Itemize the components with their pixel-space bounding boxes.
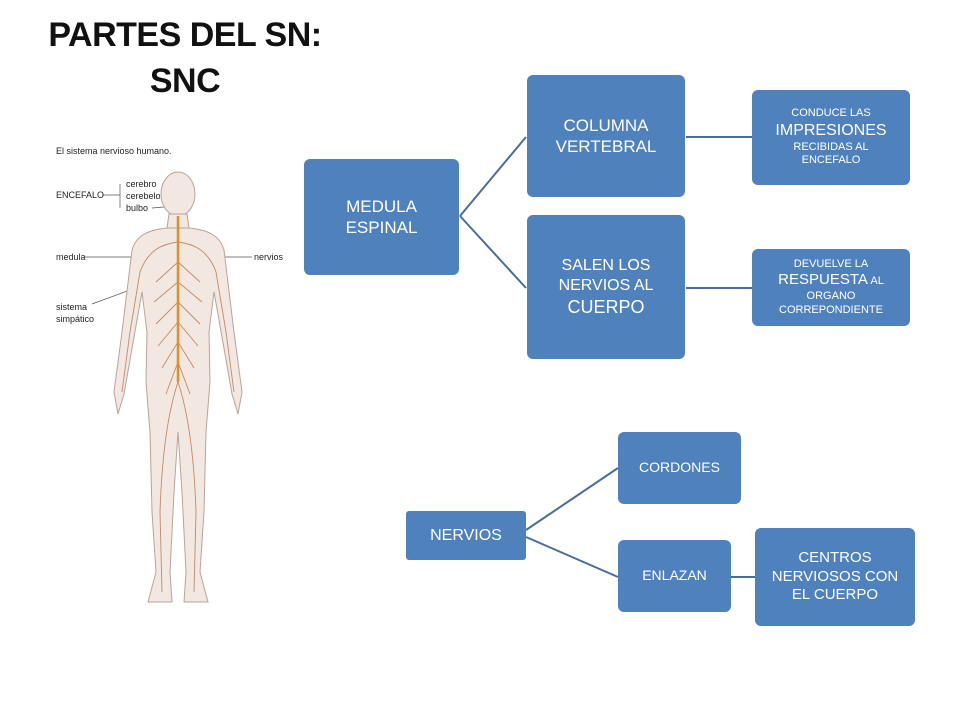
label-encefalo: ENCEFALO bbox=[56, 190, 104, 200]
title-line-2: SNC bbox=[149, 62, 221, 100]
node-columna-vertebral: COLUMNA VERTEBRAL bbox=[527, 75, 685, 197]
label-simpatico: simpático bbox=[56, 314, 94, 324]
label-medula: medula bbox=[56, 252, 86, 262]
label-bulbo: bulbo bbox=[126, 203, 148, 213]
node-conduce-impresiones: CONDUCE LAS IMPRESIONES RECIBIDAS AL ENC… bbox=[752, 90, 910, 185]
connector-nervios-enlazan bbox=[525, 536, 619, 578]
connector-medula-columna bbox=[459, 136, 527, 217]
node-enlazan: ENLAZAN bbox=[618, 540, 731, 612]
connector-nervios-cordones bbox=[525, 467, 619, 531]
node-medula-espinal: MEDULA ESPINAL bbox=[304, 159, 459, 275]
connector-medula-salen bbox=[459, 215, 527, 289]
label-cerebelo: cerebelo bbox=[126, 191, 161, 201]
node-centros-nerviosos: CENTROS NERVIOSOS CON EL CUERPO bbox=[755, 528, 915, 626]
label-cerebro: cerebro bbox=[126, 179, 157, 189]
figure-caption: El sistema nervioso humano. bbox=[56, 146, 172, 156]
nervous-system-illustration: El sistema nervioso humano. ENCEFALO cer… bbox=[56, 146, 284, 603]
node-devuelve-respuesta: DEVUELVE LA RESPUESTA AL ORGANO CORREPON… bbox=[752, 249, 910, 326]
node-salen-nervios: SALEN LOS NERVIOS AL CUERPO bbox=[527, 215, 685, 359]
label-nervios: nervios bbox=[254, 252, 284, 262]
node-cordones: CORDONES bbox=[618, 432, 741, 504]
page-title: PARTES DEL SN: SNC bbox=[40, 12, 330, 104]
node-nervios: NERVIOS bbox=[406, 511, 526, 560]
title-line-1: PARTES DEL SN: bbox=[48, 16, 322, 54]
label-sistema: sistema bbox=[56, 302, 87, 312]
